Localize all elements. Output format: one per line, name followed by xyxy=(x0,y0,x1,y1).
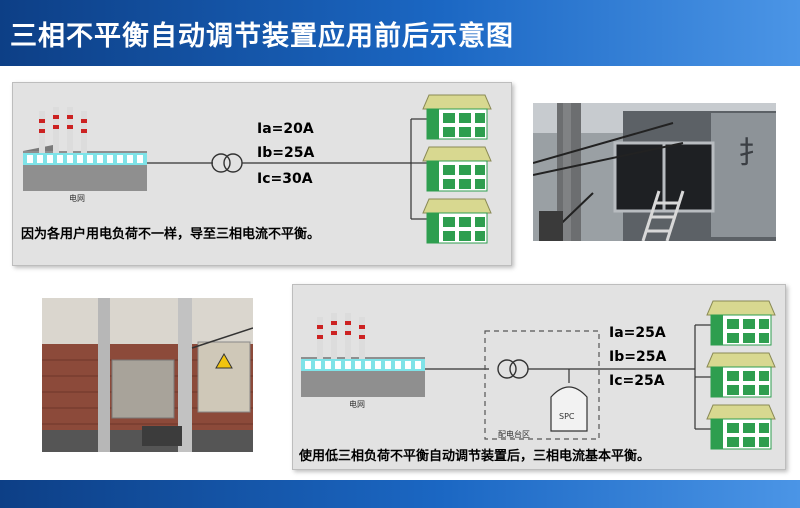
current-ic: Ic=25A xyxy=(609,373,665,389)
substation-label: 配电台区 xyxy=(498,430,530,439)
current-ic: Ic=30A xyxy=(257,171,313,187)
house-icon xyxy=(422,94,492,140)
after-note: 使用低三相负荷不平衡自动调节装置后，三相电流基本平衡。 xyxy=(299,449,651,464)
current-ia: Ia=25A xyxy=(609,325,666,341)
slide-title: 三相不平衡自动调节装置应用前后示意图 xyxy=(10,21,514,52)
house-icon xyxy=(422,198,492,244)
after-diagram-panel: 电网 配电台区 SPC Ia=25A Ib=25A Ic=25A 使用低三相负荷… xyxy=(292,284,786,470)
grid-label: 电网 xyxy=(69,194,85,203)
house-icon xyxy=(706,352,776,398)
power-grid-factory-icon xyxy=(23,107,147,191)
spc-device-icon xyxy=(550,386,588,432)
house-icon xyxy=(706,300,776,346)
title-bar: 三相不平衡自动调节装置应用前后示意图 xyxy=(0,0,800,66)
spc-label: SPC xyxy=(559,412,575,421)
distribution-area-box xyxy=(484,330,600,440)
power-grid-factory-icon xyxy=(301,313,425,397)
transformer-icon xyxy=(497,359,529,379)
after-diagram xyxy=(301,300,776,450)
before-note: 因为各用户用电负荷不一样，导至三相电流不平衡。 xyxy=(21,227,321,242)
house-icon xyxy=(706,404,776,450)
transformer-icon xyxy=(211,153,243,173)
grid-label: 电网 xyxy=(349,400,365,409)
before-diagram xyxy=(23,94,492,244)
before-diagram-panel: 电网 Ia=20A Ib=25A Ic=30A 因为各用户用电负荷不一样，导至三… xyxy=(12,82,512,266)
current-ia: Ia=20A xyxy=(257,121,314,137)
current-ib: Ib=25A xyxy=(609,349,667,365)
current-ib: Ib=25A xyxy=(257,145,315,161)
svg-text:扌: 扌 xyxy=(738,136,768,171)
installed-device-photo: 扌 xyxy=(533,103,776,241)
house-icon xyxy=(422,146,492,192)
pole-mounted-cabinet-photo xyxy=(42,298,253,452)
footer-bar xyxy=(0,480,800,508)
